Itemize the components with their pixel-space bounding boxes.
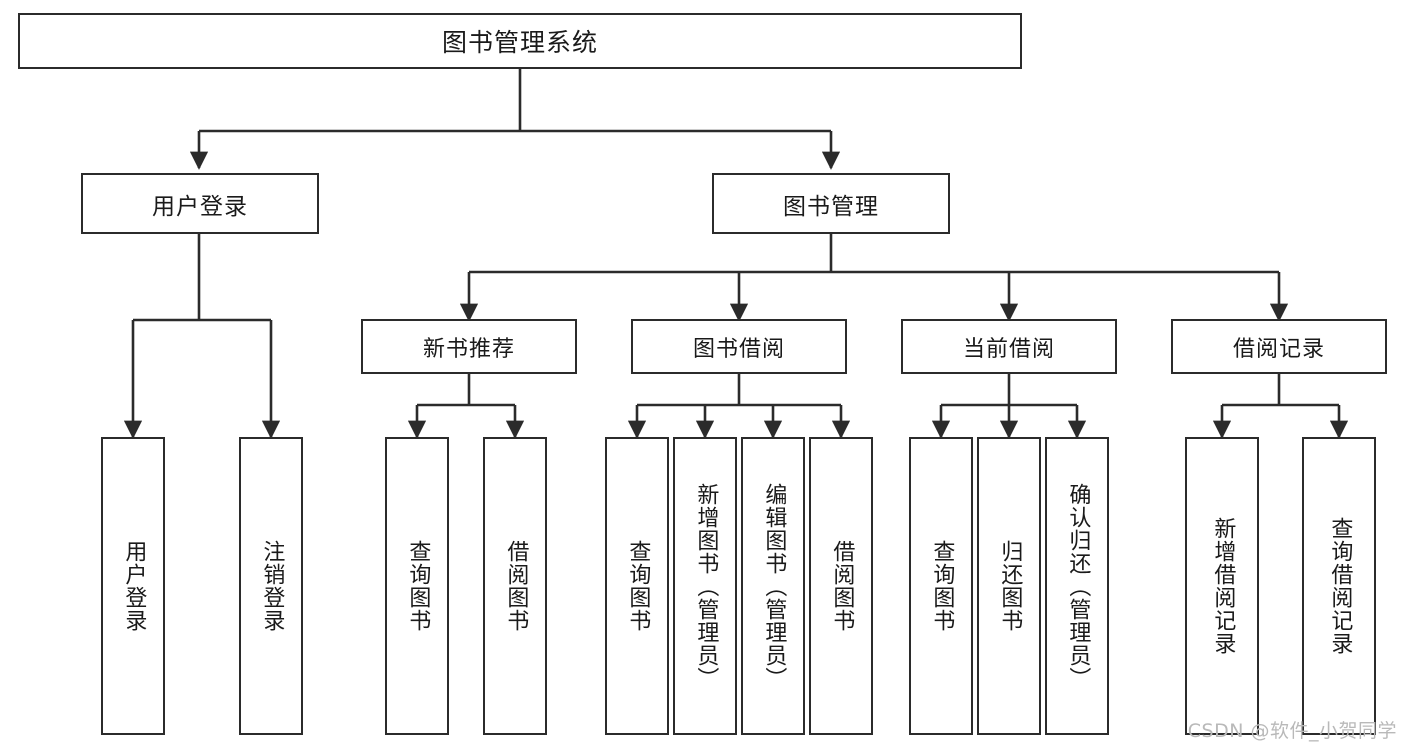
node-label: 当前借阅 [962,336,1055,362]
node-label: 编辑图书（管理员） [761,482,787,690]
node-label: 查询借阅记录 [1327,517,1353,655]
node-label: 新增借阅记录 [1210,517,1236,655]
node-label: 注销登录 [259,540,285,632]
node-label: 新书推荐 [422,336,515,362]
leaf-current-borrow-confirm-return[interactable]: 确认归还（管理员） [1045,437,1109,735]
leaf-borrow-record-add-record[interactable]: 新增借阅记录 [1185,437,1259,735]
leaf-book-borrow-borrow-book[interactable]: 借阅图书 [809,437,873,735]
node-label: 查询图书 [405,540,431,632]
node-label: 图书管理 [783,193,879,220]
node-book-management[interactable]: 图书管理 [712,173,950,234]
node-new-book-recommend[interactable]: 新书推荐 [361,319,577,374]
csdn-watermark: CSDN @软件_小贺同学 [1187,720,1397,742]
node-label: 用户登录 [152,193,248,220]
node-label: 新增图书（管理员） [693,482,719,690]
node-book-borrow[interactable]: 图书借阅 [631,319,847,374]
node-label: 查询图书 [929,540,955,632]
node-current-borrow[interactable]: 当前借阅 [901,319,1117,374]
node-root-book-management-system[interactable]: 图书管理系统 [18,13,1022,69]
node-label: 确认归还（管理员） [1065,482,1091,690]
node-label: 用户登录 [121,540,147,632]
node-user-login[interactable]: 用户登录 [81,173,319,234]
leaf-book-borrow-add-book[interactable]: 新增图书（管理员） [673,437,737,735]
node-borrow-record[interactable]: 借阅记录 [1171,319,1387,374]
node-label: 借阅图书 [503,540,529,632]
leaf-user-login-login[interactable]: 用户登录 [101,437,165,735]
node-label: 借阅图书 [829,540,855,632]
leaf-user-login-logout[interactable]: 注销登录 [239,437,303,735]
leaf-book-borrow-edit-book[interactable]: 编辑图书（管理员） [741,437,805,735]
node-label: 图书借阅 [692,336,785,362]
leaf-new-book-borrow-book[interactable]: 借阅图书 [483,437,547,735]
node-label: 借阅记录 [1232,336,1325,362]
leaf-current-borrow-query-book[interactable]: 查询图书 [909,437,973,735]
node-label: 图书管理系统 [441,28,598,57]
leaf-current-borrow-return-book[interactable]: 归还图书 [977,437,1041,735]
node-label: 查询图书 [625,540,651,632]
leaf-borrow-record-query-record[interactable]: 查询借阅记录 [1302,437,1376,735]
leaf-new-book-query-book[interactable]: 查询图书 [385,437,449,735]
leaf-book-borrow-query-book[interactable]: 查询图书 [605,437,669,735]
node-label: 归还图书 [997,540,1023,632]
